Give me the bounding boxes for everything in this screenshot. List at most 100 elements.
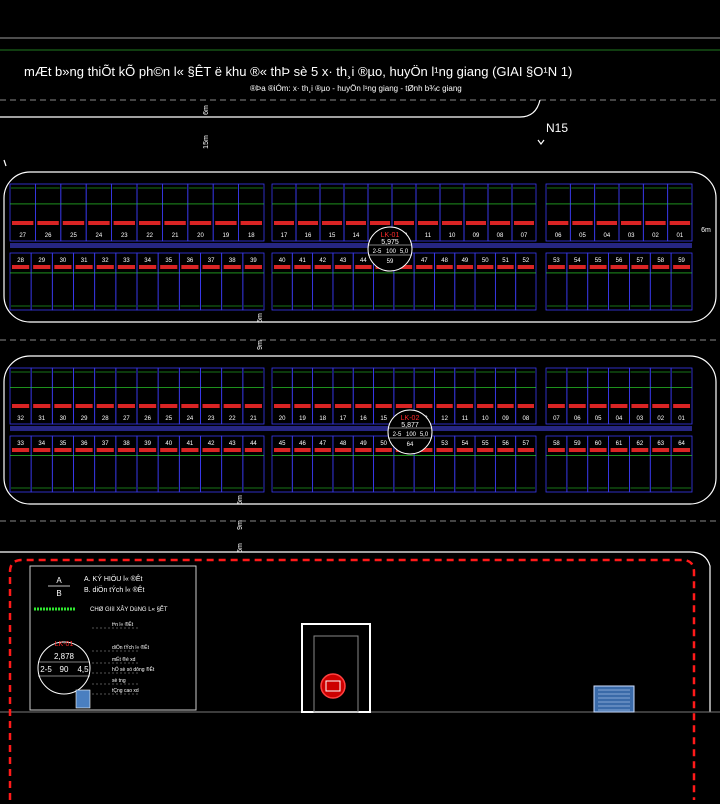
lot-cell (670, 367, 693, 425)
lot-number: 04 (616, 416, 623, 422)
lot-area-mark (490, 221, 510, 225)
lot-area-mark (548, 221, 569, 225)
legend-sample-floors: 2-5 (40, 665, 52, 674)
road-label-n15: N15 (546, 121, 569, 135)
lot-number: 60 (595, 441, 602, 447)
lot-area-mark (294, 265, 311, 269)
lot-number: 42 (208, 441, 215, 447)
dim-road-bottom-b: 9m (237, 520, 244, 530)
lot-number: 01 (678, 416, 685, 422)
lot-area-mark (181, 265, 199, 269)
lot-area-mark (202, 448, 220, 452)
lot-number: 54 (462, 441, 469, 447)
lot-area-mark (33, 265, 51, 269)
lot-number: 38 (229, 258, 236, 264)
building-emblem-icon (320, 673, 346, 699)
lot-area-mark (568, 404, 586, 408)
lot-area-mark (139, 265, 157, 269)
site-boundary-red (8, 558, 696, 800)
lot-cell (670, 252, 693, 311)
lot-number: 55 (595, 258, 602, 264)
lot-area-mark (37, 221, 59, 225)
lot-area-mark (673, 265, 690, 269)
lot-number: 47 (421, 258, 428, 264)
lot-number: 58 (553, 441, 560, 447)
block2-coef: 5,0 (420, 432, 429, 438)
lot-number: 62 (637, 441, 644, 447)
central-building-inner (313, 635, 359, 713)
block1-area: 5,975 (381, 239, 399, 246)
lot-number: 37 (208, 258, 215, 264)
lot-number: 57 (523, 441, 530, 447)
lot-area-mark (12, 265, 30, 269)
lot-number: 20 (279, 416, 286, 422)
lot-area-mark (12, 221, 34, 225)
lot-number: 54 (574, 258, 581, 264)
lot-number: 15 (329, 233, 336, 239)
lot-number: 48 (441, 258, 448, 264)
lot-area-mark (436, 448, 453, 452)
lot-number: 25 (70, 233, 77, 239)
lot-number: 32 (17, 416, 24, 422)
lot-area-mark (298, 221, 318, 225)
lot-area-mark (274, 265, 291, 269)
lot-area-mark (355, 448, 372, 452)
legend-note-3: mËt ®é xd (112, 656, 136, 663)
lot-area-mark (244, 265, 262, 269)
lot-area-mark (160, 448, 178, 452)
lot-number: 05 (579, 233, 586, 239)
legend-heading: CHØ GIíI XÂY DùNG L« §ÊT (90, 605, 168, 613)
lot-area-mark (33, 404, 51, 408)
lot-area-mark (314, 265, 331, 269)
lot-number: 40 (165, 441, 172, 447)
dim-verge-top: 15m (203, 135, 210, 149)
lot-number: 58 (657, 258, 664, 264)
lot-area-mark (139, 221, 161, 225)
lot-area-mark (96, 265, 114, 269)
lot-area-mark (394, 221, 414, 225)
lot-number: 40 (279, 258, 286, 264)
lot-number: 36 (81, 441, 88, 447)
lot-area-mark (596, 221, 617, 225)
lot-area-mark (314, 404, 331, 408)
lot-number: 29 (81, 416, 88, 422)
lot-area-mark (548, 265, 565, 269)
lot-number: 27 (123, 416, 130, 422)
lot-area-mark (456, 448, 474, 452)
lot-number: 09 (473, 233, 480, 239)
plan-title: mÆt b»ng thiÕt kÕ ph©n l« §ÊT ë khu ®« t… (24, 64, 573, 79)
lot-number: 51 (502, 258, 509, 264)
lot-number: 06 (574, 416, 581, 422)
block2-floors: 2-5 (393, 432, 402, 438)
block1-coef: 5,0 (400, 249, 409, 255)
lot-number: 64 (678, 441, 685, 447)
lot-number: 39 (144, 441, 151, 447)
lot-number: 28 (17, 258, 24, 264)
lot-cell (667, 183, 693, 242)
legend-note-2: diÖn tÝch l« ®Êt (112, 643, 150, 651)
lot-area-mark (139, 448, 157, 452)
lot-area-mark (610, 404, 628, 408)
lot-number: 04 (603, 233, 610, 239)
lot-area-mark (62, 221, 85, 225)
lot-number: 31 (38, 416, 45, 422)
dim-side-right: 6m (701, 227, 711, 234)
lot-number: 17 (281, 233, 288, 239)
dim-road-bottom-c: 6m (237, 543, 244, 553)
lot-area-mark (418, 221, 438, 225)
lot-area-mark (517, 404, 534, 408)
lot-number: 56 (616, 258, 623, 264)
lot-number: 16 (305, 233, 312, 239)
block2-code: LK-02 (401, 415, 420, 422)
block1-floors: 2-5 (373, 249, 382, 255)
lot-area-mark (466, 221, 486, 225)
lot-area-mark (497, 404, 514, 408)
lot-number: 15 (380, 416, 387, 422)
lot-area-mark (54, 404, 72, 408)
lot-area-mark (88, 221, 110, 225)
lot-area-mark (355, 404, 372, 408)
lot-area-mark (189, 221, 212, 225)
lot-area-mark (548, 404, 565, 408)
lot-number: 34 (144, 258, 151, 264)
